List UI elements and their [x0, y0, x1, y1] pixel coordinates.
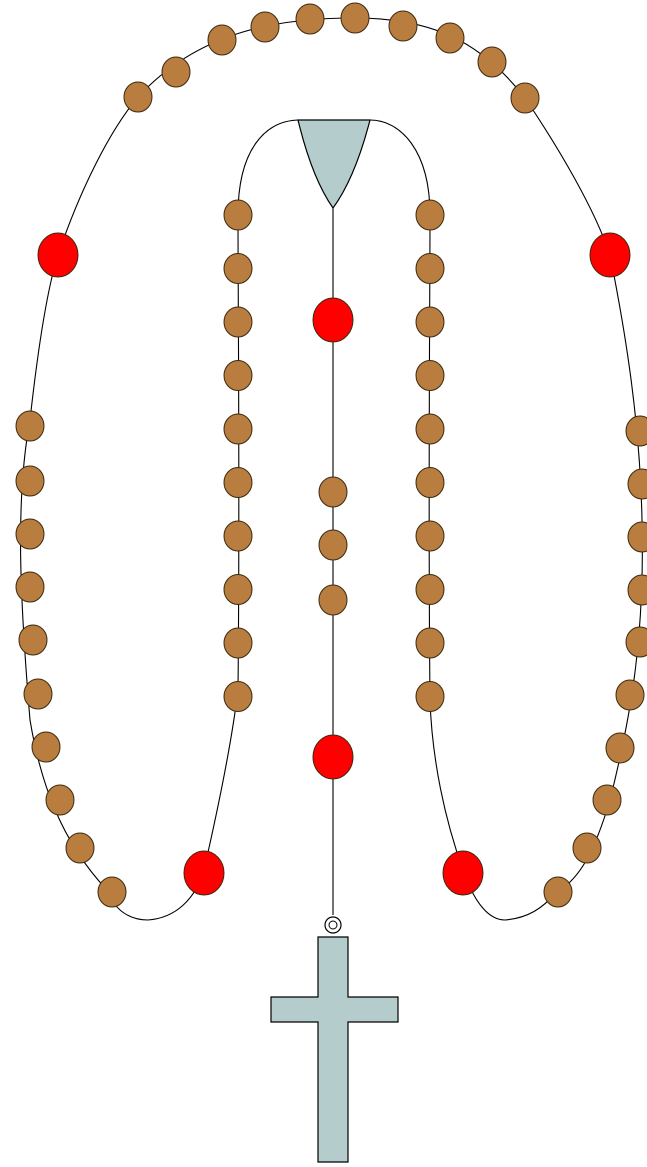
- hail-mary-bead: [626, 416, 647, 446]
- hail-mary-bead: [224, 254, 252, 284]
- hail-mary-bead: [124, 82, 152, 112]
- hail-mary-bead: [416, 361, 444, 391]
- hail-mary-bead: [626, 627, 647, 657]
- hail-mary-bead: [628, 469, 647, 499]
- hail-mary-bead: [606, 733, 634, 763]
- hail-mary-bead: [389, 11, 417, 41]
- our-father-bead: [443, 851, 483, 895]
- hail-mary-bead: [341, 3, 369, 33]
- hail-mary-bead: [416, 254, 444, 284]
- hail-mary-bead: [416, 682, 444, 712]
- left-inner-cord: [148, 120, 300, 920]
- pendant-hail-mary-bead: [319, 530, 347, 560]
- hail-mary-bead: [296, 4, 324, 34]
- hail-mary-bead: [478, 47, 506, 77]
- hail-mary-bead: [616, 680, 644, 710]
- centerpiece-medal: [298, 120, 370, 208]
- hail-mary-bead: [224, 521, 252, 551]
- hail-mary-bead: [16, 411, 44, 441]
- hail-mary-bead: [416, 414, 444, 444]
- hail-mary-bead: [19, 625, 47, 655]
- hail-mary-bead: [416, 628, 444, 658]
- hail-mary-bead: [98, 877, 126, 907]
- centerpiece: [298, 120, 370, 208]
- our-father-bead: [184, 851, 224, 895]
- hail-mary-bead: [416, 200, 444, 230]
- hail-mary-bead: [224, 468, 252, 498]
- hail-mary-bead: [628, 522, 647, 552]
- hail-mary-bead: [416, 521, 444, 551]
- hail-mary-bead: [16, 572, 44, 602]
- hail-mary-bead: [593, 785, 621, 815]
- crucifix-body: [271, 937, 398, 1162]
- pendant-our-father-bead: [313, 298, 353, 342]
- hail-mary-bead: [224, 682, 252, 712]
- hail-mary-bead: [32, 732, 60, 762]
- crucifix: [271, 917, 398, 1162]
- hail-mary-bead: [416, 468, 444, 498]
- hail-mary-bead: [224, 414, 252, 444]
- hail-mary-bead: [416, 575, 444, 605]
- pendant-our-father-bead: [313, 735, 353, 779]
- hail-mary-bead: [573, 833, 601, 863]
- hail-mary-bead: [46, 785, 74, 815]
- hail-mary-bead: [224, 200, 252, 230]
- hail-mary-bead: [544, 877, 572, 907]
- hail-mary-bead: [224, 307, 252, 337]
- hail-mary-bead: [416, 307, 444, 337]
- hail-mary-bead: [251, 12, 279, 42]
- hail-mary-bead: [208, 25, 236, 55]
- hail-mary-bead: [66, 833, 94, 863]
- hail-mary-bead: [16, 466, 44, 496]
- hail-mary-bead: [628, 575, 647, 605]
- crucifix-loop: [325, 917, 341, 933]
- pendant-hail-mary-bead: [319, 585, 347, 615]
- right-inner-cord: [370, 120, 463, 870]
- our-father-bead: [38, 233, 78, 277]
- hail-mary-bead: [24, 679, 52, 709]
- our-father-bead: [590, 233, 630, 277]
- hail-mary-bead: [436, 23, 464, 53]
- hail-mary-bead: [224, 361, 252, 391]
- hail-mary-bead: [224, 628, 252, 658]
- hail-mary-bead: [224, 575, 252, 605]
- hail-mary-bead: [162, 57, 190, 87]
- hail-mary-bead: [16, 519, 44, 549]
- pendant-hail-mary-bead: [319, 477, 347, 507]
- hail-mary-bead: [511, 83, 539, 113]
